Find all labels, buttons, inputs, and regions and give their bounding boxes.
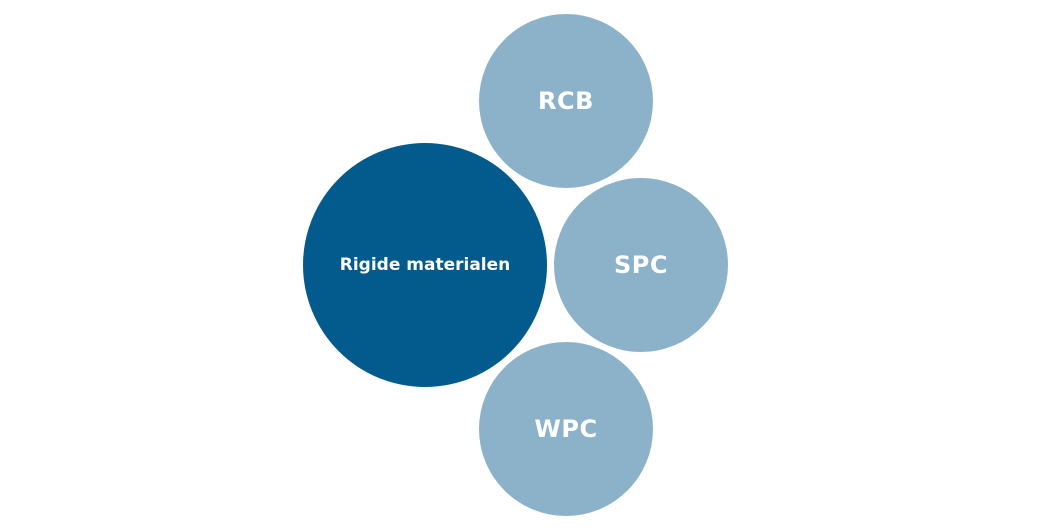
main-circle-label: Rigide materialen [339,255,511,275]
circle-spc: SPC [554,178,728,352]
main-circle-rigide-materialen: Rigide materialen [303,143,547,387]
circle-rcb-label: RCB [538,87,594,115]
circle-rcb: RCB [479,14,653,188]
circle-wpc-label: WPC [534,415,598,443]
circle-spc-label: SPC [614,251,668,279]
circle-wpc: WPC [479,342,653,516]
